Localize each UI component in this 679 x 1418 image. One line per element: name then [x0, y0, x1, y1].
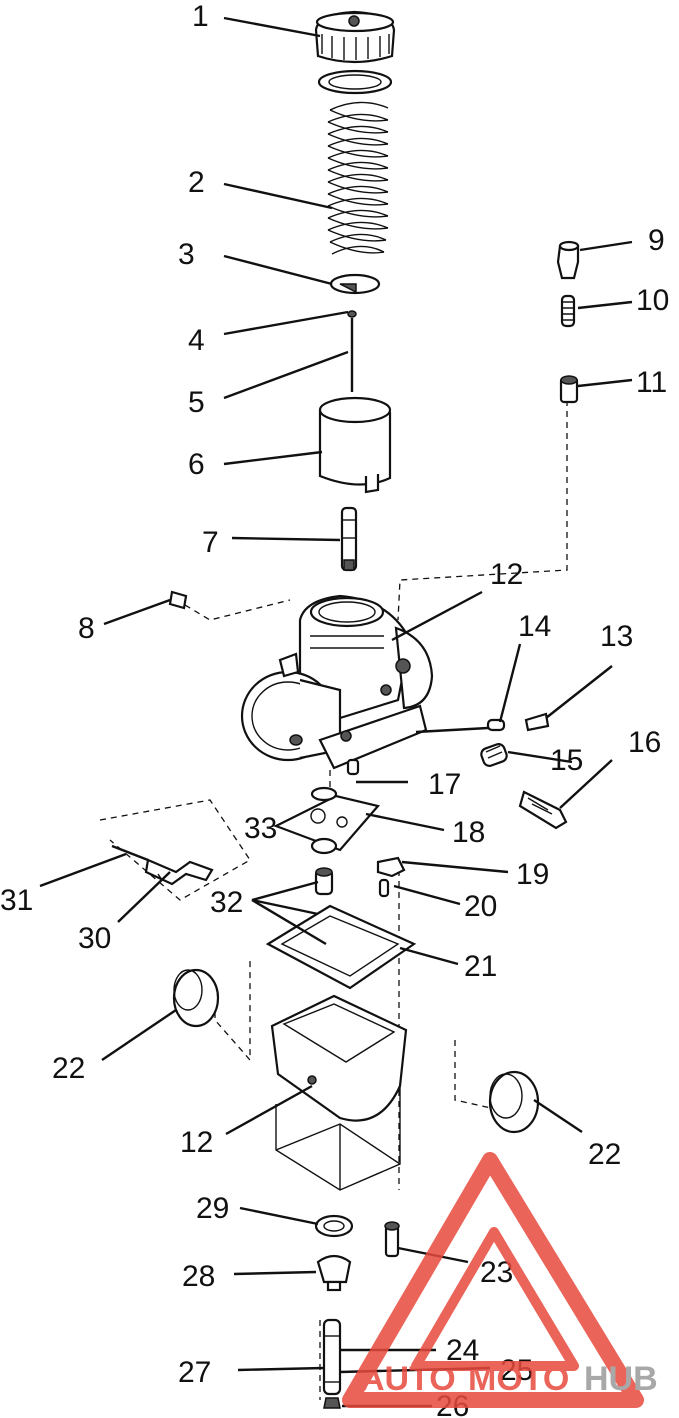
needle-clip [347, 310, 357, 318]
callout-22-left: 22 [52, 1052, 85, 1085]
callout-16: 16 [628, 726, 661, 759]
throttle-stop-spring [480, 743, 508, 767]
callout-12-top: 12 [490, 558, 523, 591]
watermark-text-moto: MOTO [468, 1360, 569, 1398]
callout-31: 31 [0, 884, 33, 917]
callout-9: 9 [648, 224, 665, 257]
carburetor-body [240, 594, 434, 770]
callout-7: 7 [202, 526, 219, 559]
callout-2: 2 [188, 166, 205, 199]
pilot-screw-spring [486, 718, 506, 732]
float-pin [111, 844, 149, 862]
float-chamber-gasket [265, 904, 417, 990]
small-spring [560, 294, 576, 328]
callout-32: 32 [210, 886, 243, 919]
drain-plug [316, 1254, 352, 1292]
watermark-text-auto: AUTO [360, 1360, 456, 1398]
jet-holder-small [378, 878, 390, 898]
o-ring-upper [310, 786, 338, 802]
callout-3: 3 [178, 238, 195, 271]
callout-22-right: 22 [588, 1138, 621, 1171]
callout-19: 19 [516, 858, 549, 891]
pilot-screw [524, 712, 550, 732]
main-jet-tube [322, 1318, 342, 1396]
slide-spring [327, 101, 389, 255]
callout-6: 6 [188, 448, 205, 481]
float-bowl [270, 994, 408, 1191]
callout-13: 13 [600, 620, 633, 653]
o-ring-lower [310, 837, 338, 855]
float-right [488, 1070, 540, 1134]
callout-20: 20 [464, 890, 497, 923]
automotohub-watermark: AUTO MOTO HUB [342, 1152, 658, 1408]
spring-seat [329, 273, 381, 295]
callout-10: 10 [636, 284, 669, 317]
cap-gasket [317, 69, 393, 95]
callout-4: 4 [188, 324, 205, 357]
top-cap [314, 10, 396, 64]
callout-28: 28 [182, 1260, 215, 1293]
callout-12-bowl: 12 [180, 1126, 213, 1159]
callout-18: 18 [452, 816, 485, 849]
callout-30: 30 [78, 922, 111, 955]
callout-33: 33 [244, 812, 277, 845]
callout-29: 29 [196, 1192, 229, 1225]
leader-lines [39, 16, 633, 1408]
throttle-slide [318, 396, 392, 494]
callout-1: 1 [192, 0, 209, 33]
callout-5: 5 [188, 386, 205, 419]
float-pin-clip [144, 858, 214, 886]
throttle-stop-screw [518, 790, 568, 830]
callout-17: 17 [428, 768, 461, 801]
bottom-jet [323, 1397, 341, 1409]
air-screw-fitting [168, 590, 188, 610]
top-fitting [556, 240, 580, 280]
callout-8: 8 [78, 612, 95, 645]
main-jet [376, 856, 406, 878]
float-left [172, 968, 220, 1028]
watermark-text-hub: HUB [584, 1360, 658, 1398]
plunger [559, 375, 579, 404]
callout-15: 15 [550, 744, 583, 777]
needle-jet [340, 506, 358, 572]
small-jet [346, 758, 360, 776]
callout-21: 21 [464, 950, 497, 983]
drain-seal-ring [314, 1214, 354, 1238]
callout-11: 11 [636, 366, 667, 399]
callout-14: 14 [518, 610, 551, 643]
callout-27: 27 [178, 1356, 211, 1389]
bowl-screw [384, 1221, 400, 1258]
